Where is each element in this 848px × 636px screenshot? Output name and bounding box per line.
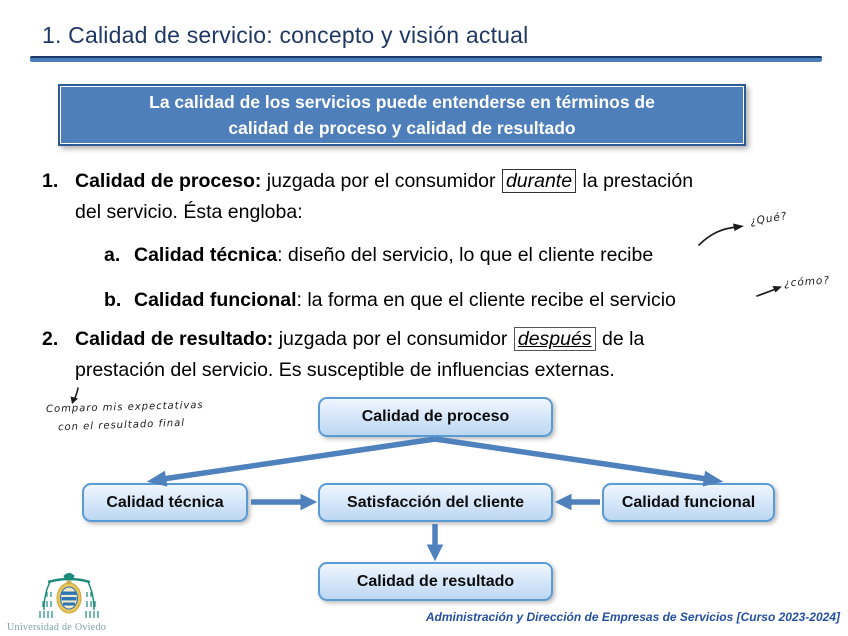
list-item-2-line-1: Calidad de resultado: juzgada por el con… xyxy=(75,327,645,351)
universidad-de-oviedo-logo xyxy=(39,573,99,618)
diagram-node-satisfaction: Satisfacción del cliente xyxy=(318,483,553,522)
list-item-1-number: 1. xyxy=(42,170,59,192)
list-item-1a: a. Calidad técnica: diseño del servicio,… xyxy=(104,240,834,271)
diagram-node-technical: Calidad técnica xyxy=(82,483,248,522)
diagram-node-result: Calidad de resultado xyxy=(318,562,553,601)
statement-line-2: calidad de proceso y calidad de resultad… xyxy=(228,118,576,138)
list-item-1-line-2: del servicio. Ésta engloba: xyxy=(75,201,303,223)
arrow-satisfaction-to-result-icon xyxy=(426,524,444,562)
boxed-word-despues: después xyxy=(513,327,596,351)
list-item-1b-letter: b. xyxy=(104,289,122,311)
handwritten-down-arrow-icon xyxy=(70,387,79,404)
arrow-process-to-functional-icon xyxy=(434,436,724,487)
list-item-2-number: 2. xyxy=(42,328,59,350)
list-item-1a-letter: a. xyxy=(104,244,121,266)
slide-title: 1. Calidad de servicio: concepto y visió… xyxy=(42,22,529,48)
diagram-node-functional: Calidad funcional xyxy=(602,483,775,522)
arrow-technical-to-satisfaction-icon xyxy=(251,493,318,511)
list-item-1b-text: Calidad funcional: la forma en que el cl… xyxy=(134,289,676,311)
list-item-1: 1. Calidad de proceso: juzgada por el co… xyxy=(42,166,815,228)
diagram-node-process: Calidad de proceso xyxy=(318,397,553,437)
statement-box: La calidad de los servicios puede entend… xyxy=(58,84,746,146)
list-item-2: 2. Calidad de resultado: juzgada por el … xyxy=(42,324,815,386)
arrow-process-to-technical-icon xyxy=(146,436,436,487)
handwritten-note-line-2: con el resultado final xyxy=(57,417,186,434)
course-footer-label: Administración y Dirección de Empresas d… xyxy=(425,610,840,624)
boxed-word-durante: durante xyxy=(501,169,577,193)
list-item-1b: b. Calidad funcional: la forma en que el… xyxy=(104,285,844,316)
university-name-label: Universidad de Oviedo xyxy=(7,622,107,633)
list-item-1a-text: Calidad técnica: diseño del servicio, lo… xyxy=(134,244,654,266)
list-item-2-line-2: prestación del servicio. Es susceptible … xyxy=(75,359,615,381)
statement-line-1: La calidad de los servicios puede entend… xyxy=(149,92,655,112)
arrow-functional-to-satisfaction-icon xyxy=(554,493,600,511)
title-underline-bar xyxy=(30,56,822,62)
list-item-1-line-1: Calidad de proceso: juzgada por el consu… xyxy=(75,169,694,193)
handwritten-note-line-1: Comparo mis expectativas xyxy=(45,399,204,416)
